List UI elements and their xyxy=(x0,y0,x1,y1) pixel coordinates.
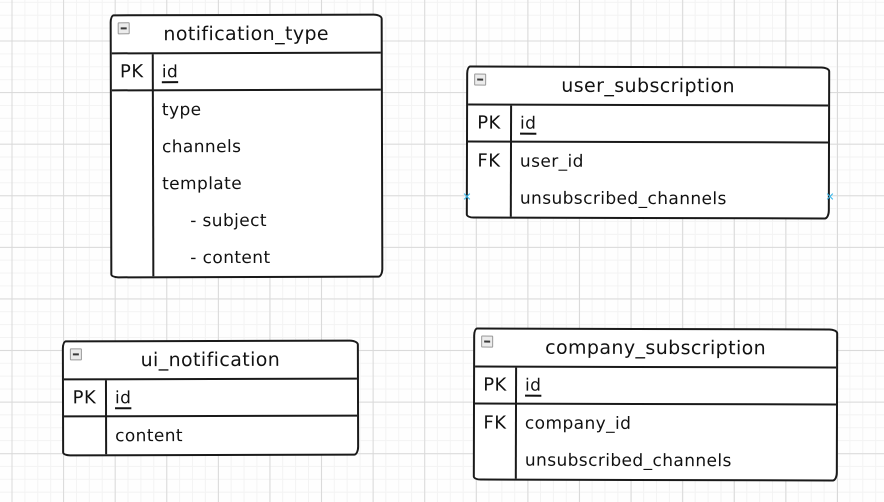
column-name: template xyxy=(162,173,243,194)
table-body: PK id type channels template - subject - conte… xyxy=(111,53,382,277)
column-name: id xyxy=(525,375,542,396)
column-name: content xyxy=(115,425,184,446)
column-name: channels xyxy=(161,136,242,157)
key-label: PK xyxy=(477,112,501,134)
table-header[interactable]: ui_notification xyxy=(63,341,357,381)
table-title: company_subscription xyxy=(545,336,767,360)
key-column-divider xyxy=(509,105,513,217)
table-title: notification_type xyxy=(163,22,330,46)
table-row-id[interactable]: PK id xyxy=(63,379,358,418)
column-name: unsubscribed_channels xyxy=(519,188,727,209)
table-row-company-id[interactable]: FK company_id xyxy=(475,405,836,443)
table-title: ui_notification xyxy=(140,348,281,372)
key-column-divider xyxy=(104,380,108,455)
column-name: - content xyxy=(190,247,271,268)
table-title: user_subscription xyxy=(561,74,735,98)
column-name: id xyxy=(520,113,537,134)
column-name: type xyxy=(161,99,202,120)
key-label: FK xyxy=(477,150,501,172)
table-row-id[interactable]: PK id xyxy=(474,367,837,406)
table-row-user-id[interactable]: FK user_id xyxy=(468,143,828,181)
collapse-minus-icon[interactable] xyxy=(69,348,82,361)
column-name: id xyxy=(161,61,179,82)
column-name: user_id xyxy=(519,151,584,172)
connection-anchor-icon[interactable]: ✕ xyxy=(462,190,472,204)
table-row-id[interactable]: PK id xyxy=(467,105,829,144)
column-name: company_id xyxy=(524,413,632,434)
table-row-content[interactable]: content xyxy=(64,417,357,455)
key-label: FK xyxy=(483,412,507,434)
collapse-minus-icon[interactable] xyxy=(474,73,487,86)
table-header[interactable]: user_subscription xyxy=(468,67,829,107)
key-column-divider xyxy=(514,367,518,479)
table-row-unsubscribed-channels[interactable]: unsubscribed_channels xyxy=(475,442,836,480)
table-header[interactable]: company_subscription xyxy=(475,329,837,369)
key-label: PK xyxy=(119,61,144,83)
collapse-minus-icon[interactable] xyxy=(481,335,494,348)
collapse-minus-icon[interactable] xyxy=(117,22,130,35)
key-label: PK xyxy=(483,374,507,396)
connection-anchor-icon[interactable]: ✕ xyxy=(825,190,835,204)
column-name: id xyxy=(114,387,132,408)
table-row-unsubscribed-channels[interactable]: unsubscribed_channels xyxy=(468,180,828,218)
table-header[interactable]: notification_type xyxy=(111,15,381,55)
column-name: unsubscribed_channels xyxy=(524,450,732,471)
column-name: - subject xyxy=(190,210,267,231)
key-label: PK xyxy=(72,387,97,409)
table-body: PK id content xyxy=(63,379,358,455)
